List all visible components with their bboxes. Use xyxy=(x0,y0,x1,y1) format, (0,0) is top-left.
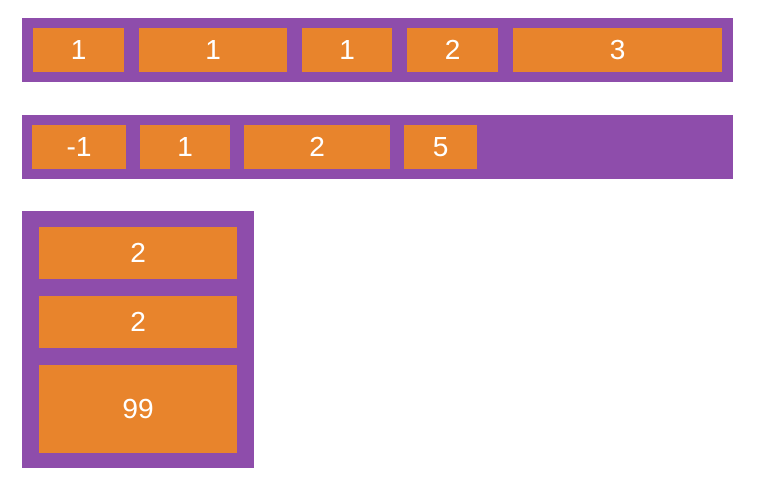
flex-container-middle-row: -1 1 2 5 xyxy=(22,115,733,179)
flex-item: 1 xyxy=(140,125,230,169)
flex-item: 5 xyxy=(404,125,477,169)
flex-item: 1 xyxy=(139,28,287,72)
flex-item: 3 xyxy=(513,28,722,72)
flex-item: 2 xyxy=(407,28,498,72)
flex-item: 1 xyxy=(302,28,392,72)
flex-item: 1 xyxy=(33,28,124,72)
flex-item: 99 xyxy=(39,365,237,453)
flex-item: 2 xyxy=(39,227,237,279)
flex-item: 2 xyxy=(39,296,237,348)
flex-container-left-column: 2 2 99 xyxy=(22,211,254,468)
flex-item: -1 xyxy=(32,125,126,169)
flex-item: 2 xyxy=(244,125,390,169)
flex-container-top-row: 1 1 1 2 3 xyxy=(22,18,733,82)
